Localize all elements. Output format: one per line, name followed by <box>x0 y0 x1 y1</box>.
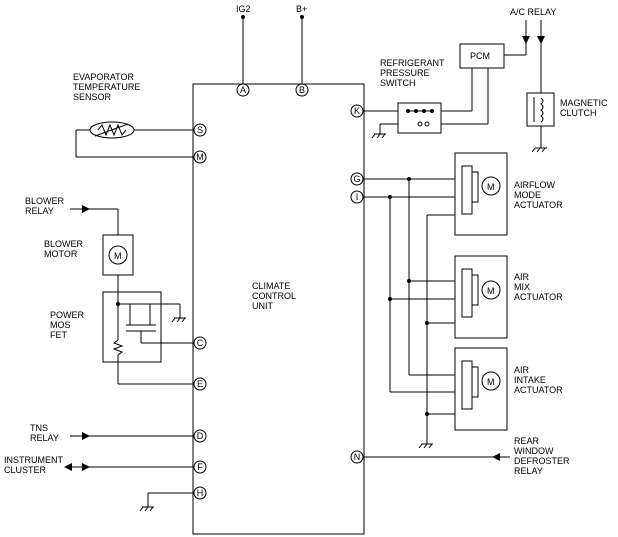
svg-text:E: E <box>197 379 203 389</box>
power-mosfet-label-3: FET <box>50 330 68 340</box>
blower-motor-box <box>102 234 134 276</box>
climate-control-unit-box <box>192 83 365 535</box>
svg-text:C: C <box>197 338 204 348</box>
ccu-label-line1: CLIMATE <box>252 281 290 291</box>
air-intake-label-2: INTAKE <box>514 375 546 385</box>
evaporator-label-3: SENSOR <box>73 92 112 102</box>
svg-text:S: S <box>197 125 203 135</box>
power-mosfet-label-2: MOS <box>50 320 71 330</box>
air-mix-label-2: MIX <box>514 282 530 292</box>
svg-text:I: I <box>356 192 359 202</box>
pin-I: I <box>350 190 364 204</box>
svg-text:D: D <box>197 431 204 441</box>
blower-motor-label-2: MOTOR <box>44 249 78 259</box>
pin-F: F <box>193 460 207 474</box>
pin-C: C <box>193 336 207 350</box>
rear-defroster-label-3: DEFROSTER <box>514 456 570 466</box>
pin-K: K <box>350 104 364 118</box>
pcm-box <box>459 43 505 69</box>
refrigerant-switch-label-2: PRESSURE <box>380 68 430 78</box>
magnetic-clutch-label-1: MAGNETIC <box>560 98 608 108</box>
rear-defroster-label-1: REAR <box>514 436 540 446</box>
svg-text:A: A <box>240 85 246 95</box>
pin-A: A <box>236 83 250 97</box>
refrigerant-switch-label-3: SWITCH <box>380 78 416 88</box>
ccu-label-line3: UNIT <box>252 301 273 311</box>
pin-S: S <box>193 123 207 137</box>
svg-text:M: M <box>196 152 204 162</box>
pin-H: H <box>193 486 207 500</box>
bplus-label: B+ <box>296 4 307 14</box>
blower-relay-label-1: BLOWER <box>25 196 65 206</box>
tns-relay-label-1: TNS <box>30 423 48 433</box>
airflow-label-1: AIRFLOW <box>514 180 556 190</box>
pin-M: M <box>193 150 207 164</box>
svg-text:N: N <box>354 452 361 462</box>
pcm-label: PCM <box>470 51 490 61</box>
evaporator-label-1: EVAPORATOR <box>73 72 135 82</box>
svg-text:K: K <box>354 106 360 116</box>
air-intake-label-1: AIR <box>514 365 530 375</box>
air-mix-label-1: AIR <box>514 272 530 282</box>
refrigerant-switch-label-1: REFRIGERANT <box>380 58 445 68</box>
air-mix-label-3: ACTUATOR <box>514 292 563 302</box>
air-intake-label-3: ACTUATOR <box>514 385 563 395</box>
pin-B: B <box>295 83 309 97</box>
svg-text:M: M <box>114 251 122 261</box>
ccu-label-line2: CONTROL <box>252 291 296 301</box>
refrigerant-switch-box <box>397 102 442 134</box>
pin-E: E <box>193 377 207 391</box>
pin-N: N <box>350 450 364 464</box>
pin-G: G <box>350 172 364 186</box>
svg-text:H: H <box>197 488 204 498</box>
svg-text:G: G <box>353 174 360 184</box>
airflow-label-2: MODE <box>514 190 541 200</box>
evaporator-label-2: TEMPERATURE <box>73 82 140 92</box>
rear-defroster-label-2: WINDOW <box>514 446 554 456</box>
svg-text:F: F <box>197 462 203 472</box>
power-mosfet-label-1: POWER <box>50 310 85 320</box>
svg-text:B: B <box>299 85 305 95</box>
instrument-cluster-label-1: INSTRUMENT <box>4 455 63 465</box>
power-mosfet-box <box>102 291 162 363</box>
ac-relay-label: A/C RELAY <box>510 7 556 17</box>
svg-text:M: M <box>487 182 495 192</box>
blower-motor-label-1: BLOWER <box>44 239 84 249</box>
instrument-cluster-label-2: CLUSTER <box>4 465 47 475</box>
pin-D: D <box>193 429 207 443</box>
rear-defroster-label-4: RELAY <box>514 466 543 476</box>
svg-text:M: M <box>487 377 495 387</box>
magnetic-clutch-label-2: CLUTCH <box>560 108 597 118</box>
airflow-label-3: ACTUATOR <box>514 200 563 210</box>
tns-relay-label-2: RELAY <box>30 433 59 443</box>
svg-text:M: M <box>487 286 495 296</box>
magnetic-clutch-box <box>526 92 555 127</box>
ig2-label: IG2 <box>236 4 251 14</box>
blower-relay-label-2: RELAY <box>25 206 54 216</box>
